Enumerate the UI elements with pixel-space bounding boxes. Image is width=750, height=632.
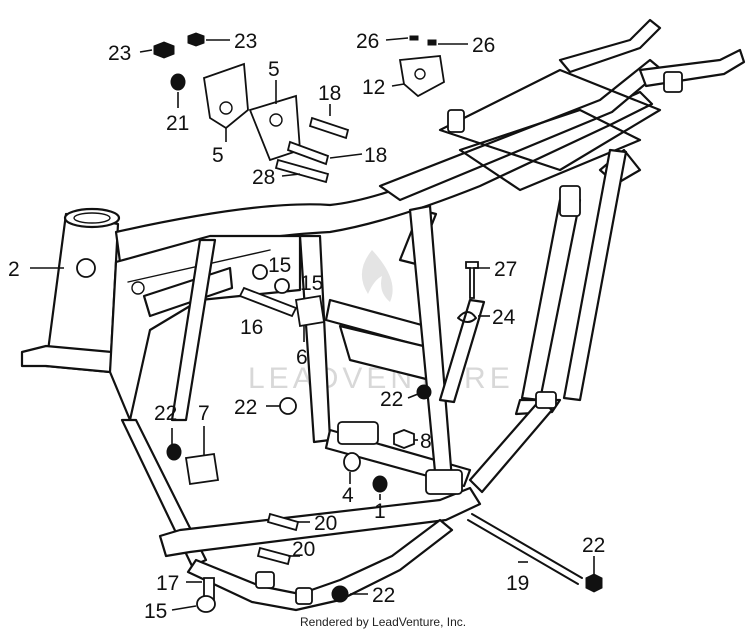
- callout-22-e: 22: [372, 584, 395, 607]
- screw-26-left: [409, 35, 419, 41]
- collar-21: [170, 73, 186, 91]
- callout-19: 19: [506, 572, 529, 595]
- nut-22-d: [585, 573, 603, 593]
- callout-23-right: 23: [234, 30, 257, 53]
- callout-labels: 23 23 26 26 21 5 5 18 18 12 28 2 15 15 2…: [8, 30, 605, 623]
- callout-2: 2: [8, 258, 20, 281]
- bracket-6: [294, 294, 326, 328]
- callout-22-d: 22: [582, 534, 605, 557]
- callout-23-left: 23: [108, 42, 131, 65]
- callout-16: 16: [240, 316, 263, 339]
- bracket-12: [398, 55, 445, 98]
- callout-24: 24: [492, 306, 516, 329]
- callout-17: 17: [156, 572, 179, 595]
- bolt-28: [274, 158, 330, 184]
- callout-20-lower: 20: [292, 538, 315, 561]
- bolt-20-upper: [266, 512, 300, 532]
- callout-18-lower: 18: [364, 144, 387, 167]
- callout-6: 6: [296, 346, 308, 369]
- nut-22-c: [416, 384, 432, 400]
- collar-1: [372, 475, 388, 493]
- callout-28: 28: [252, 166, 275, 189]
- bolt-16: [238, 286, 298, 318]
- callout-1: 1: [374, 500, 386, 523]
- callout-15-upper: 15: [268, 254, 291, 277]
- callout-7: 7: [198, 402, 210, 425]
- nut-22-b: [279, 397, 297, 415]
- nut-23-right: [187, 32, 205, 47]
- callout-20-upper: 20: [314, 512, 337, 535]
- callout-26-left: 26: [356, 30, 379, 53]
- collar-15-bottom: [196, 595, 216, 613]
- callout-21: 21: [166, 112, 189, 135]
- callout-4: 4: [342, 484, 354, 507]
- callout-22-c: 22: [380, 388, 403, 411]
- clip-24: [457, 311, 477, 323]
- callout-15-lower: 15: [300, 272, 323, 295]
- callout-22-a: 22: [154, 402, 177, 425]
- callout-26-right: 26: [472, 34, 495, 57]
- hardware-parts: [153, 32, 603, 613]
- bolt-18-lower: [286, 140, 330, 166]
- callout-27: 27: [494, 258, 517, 281]
- callout-5-left: 5: [212, 144, 224, 167]
- callout-5-right: 5: [268, 58, 280, 81]
- collar-4: [343, 452, 361, 472]
- callout-18-upper: 18: [318, 82, 341, 105]
- through-bolt-19: [471, 513, 583, 579]
- bolt-18-upper: [308, 116, 350, 140]
- bracket-5-left: [202, 62, 249, 130]
- nut-22-a: [166, 443, 182, 461]
- callout-22-b: 22: [234, 396, 257, 419]
- callout-8: 8: [420, 430, 432, 453]
- callout-12: 12: [362, 76, 385, 99]
- collar-8: [393, 429, 415, 449]
- collar-15-lower: [274, 278, 290, 294]
- nut-22-e: [331, 585, 349, 603]
- leader-lines: [30, 37, 595, 611]
- main-frame: [20, 18, 746, 612]
- screw-26-right: [427, 39, 437, 46]
- nut-23-left: [153, 41, 175, 59]
- collar-15-upper: [252, 264, 268, 280]
- callout-15-bottom: 15: [144, 600, 167, 623]
- bolt-20-lower: [256, 546, 292, 566]
- credit-text: Rendered by LeadVenture, Inc.: [300, 615, 466, 629]
- bracket-7: [184, 452, 220, 486]
